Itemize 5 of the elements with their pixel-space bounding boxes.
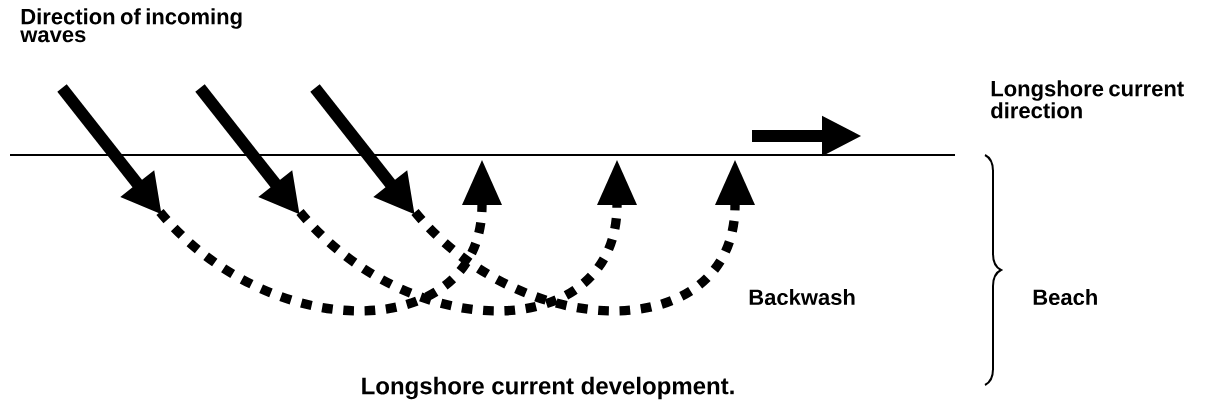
caption: Longshore current development. xyxy=(362,376,734,400)
label: Longshore current direction xyxy=(991,80,1184,119)
label: Direction of incoming waves xyxy=(20,8,242,43)
label: Backwash xyxy=(749,288,855,306)
label: Beach xyxy=(1033,288,1097,306)
